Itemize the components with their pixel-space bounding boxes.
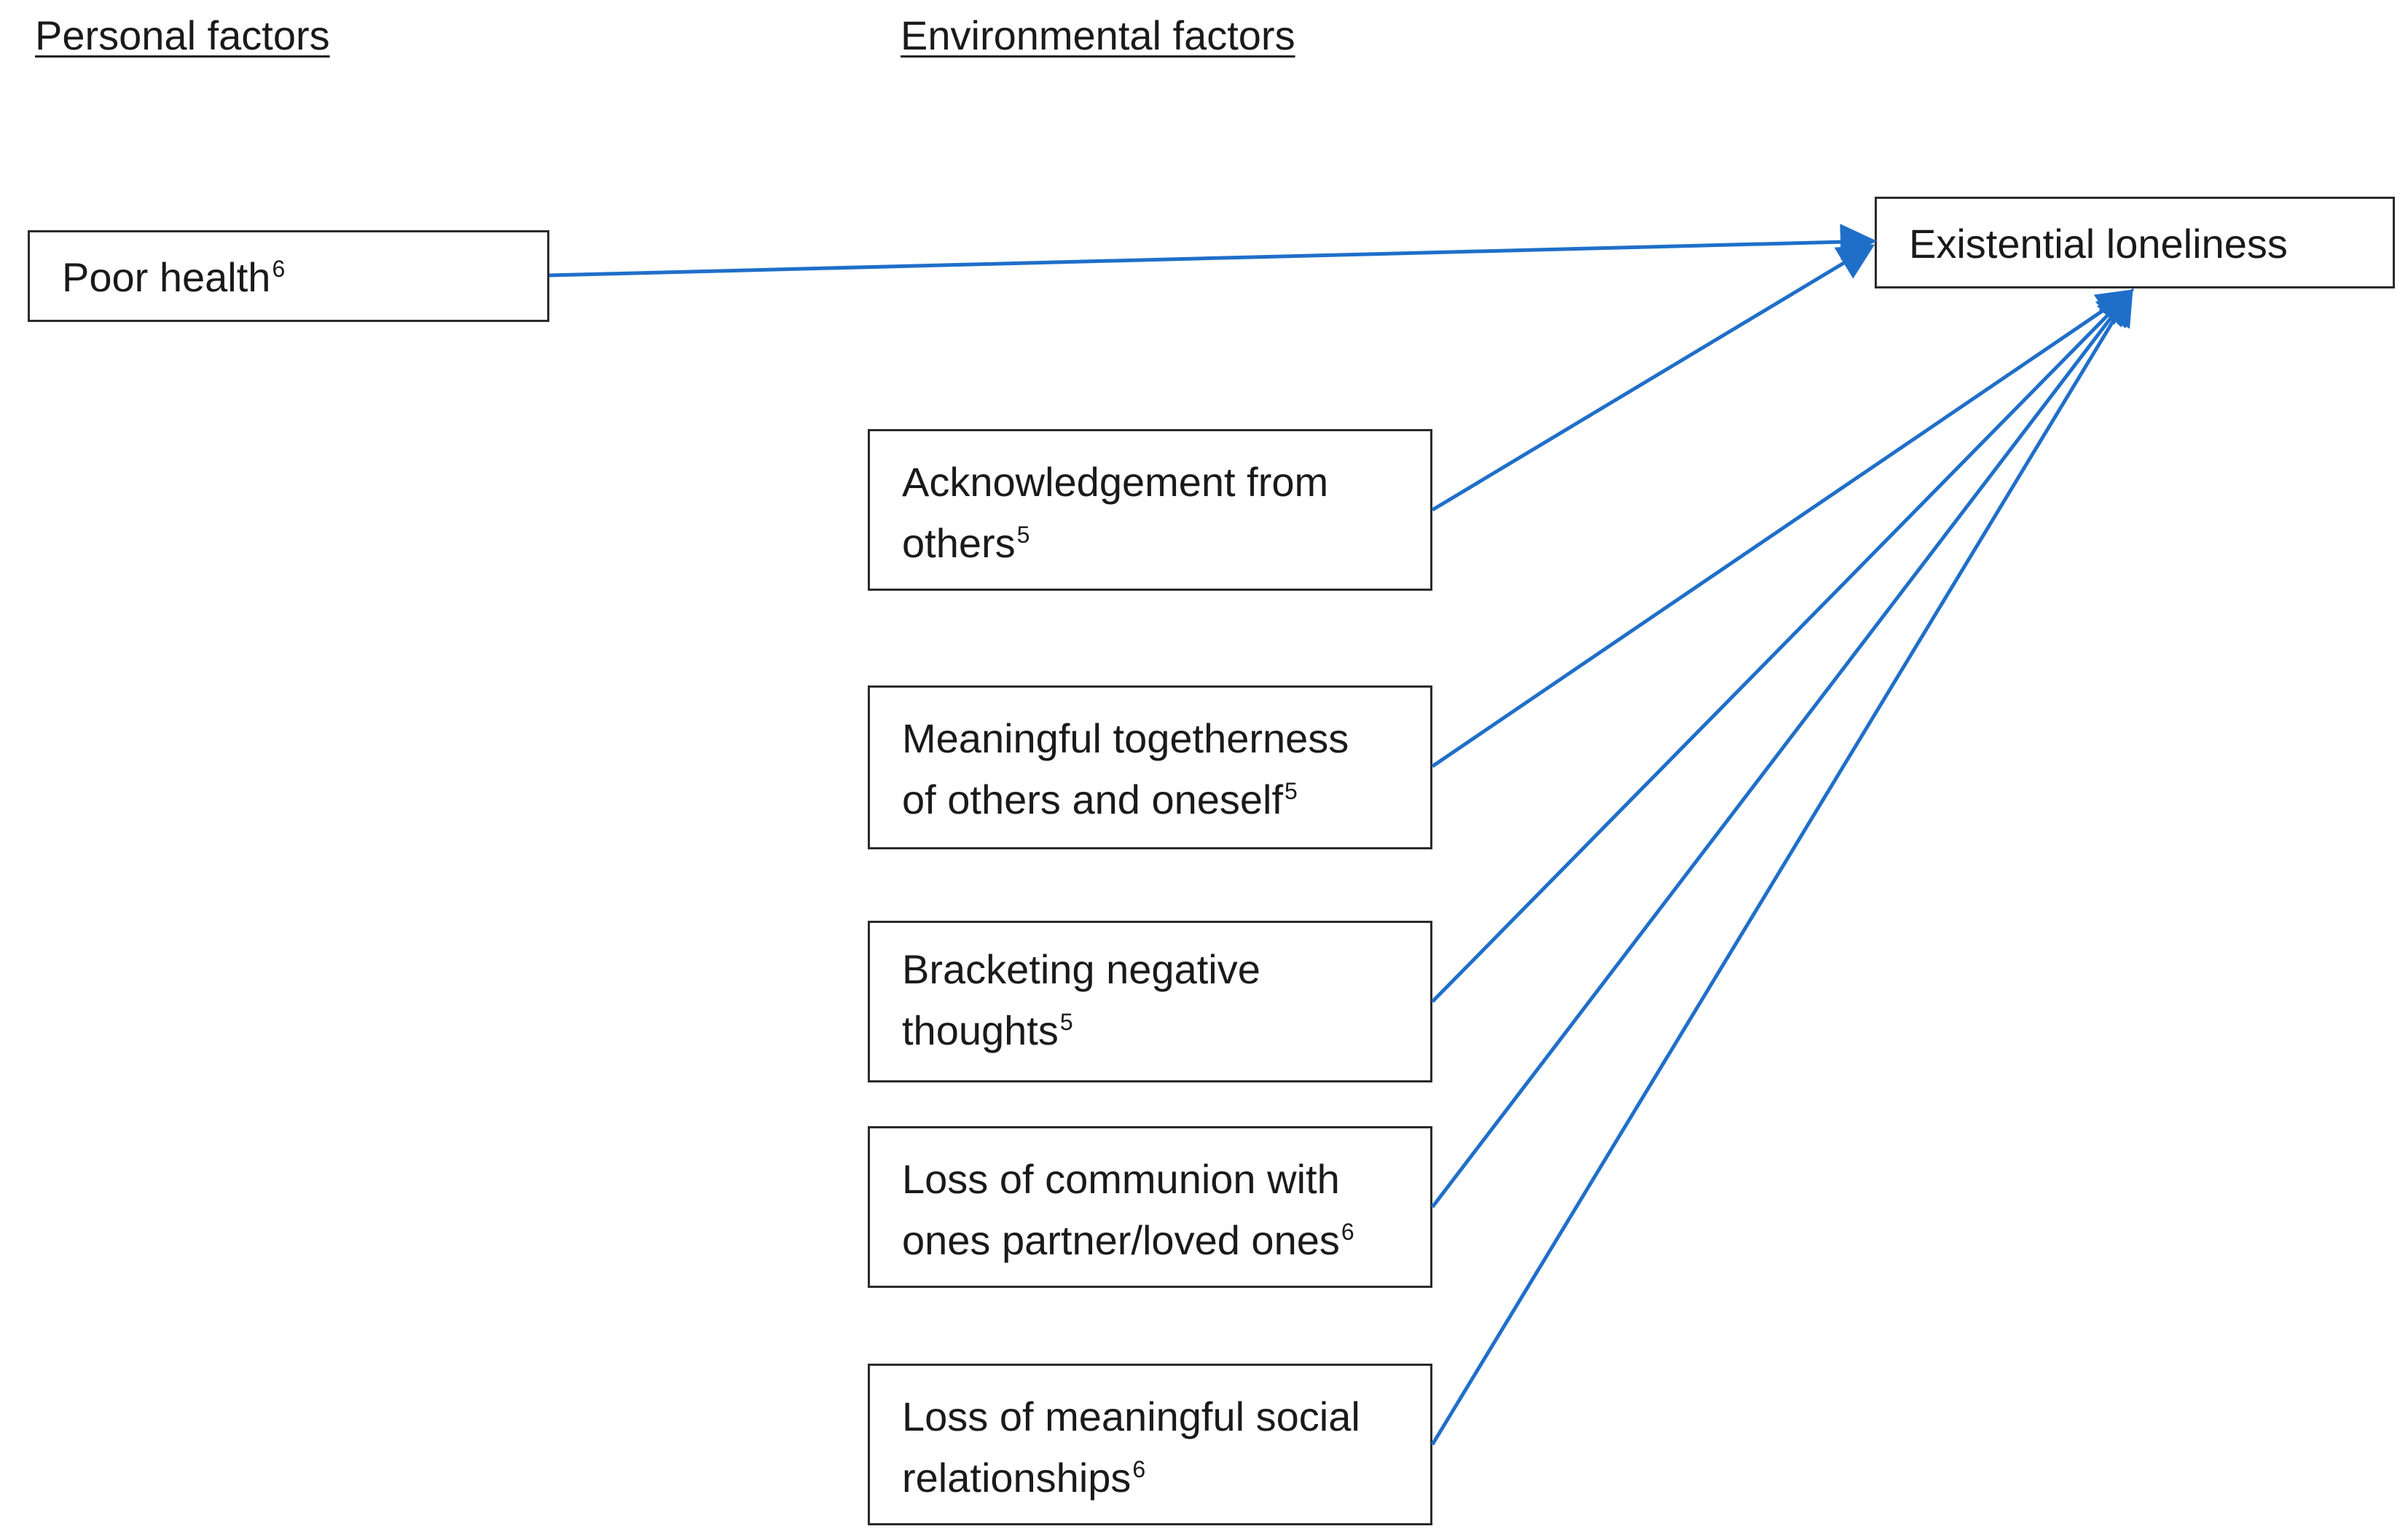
loss-of-meaningful-box: Loss of meaningful social relationships6 (868, 1364, 1432, 1525)
acknowledgement-line2: others (902, 520, 1016, 566)
acknowledgement-line1: Acknowledgement from (902, 459, 1329, 505)
bracketing-negative-ref: 5 (1059, 1009, 1073, 1036)
loss-of-communion-box: Loss of communion with ones partner/love… (868, 1126, 1432, 1288)
bracketing-negative-box: Bracketing negative thoughts5 (868, 921, 1432, 1082)
poor-health-box: Poor health6 (28, 230, 549, 322)
loss-of-communion-line2: ones partner/loved ones (902, 1217, 1340, 1263)
meaningful-togetherness-line2: of others and oneself (902, 777, 1284, 822)
acknowledgement-box: Acknowledgement from others5 (868, 429, 1432, 591)
existential-loneliness-box: Existential loneliness (1875, 197, 2395, 288)
personal-factors-heading: Personal factors (35, 12, 330, 58)
loss-of-meaningful-line1: Loss of meaningful social (902, 1393, 1360, 1439)
bracketing-negative-line1: Bracketing negative (902, 946, 1260, 992)
loss-of-communion-line1: Loss of communion with (902, 1156, 1340, 1202)
arrow-loss-of-communion (1431, 288, 2134, 1208)
poor-health-ref: 6 (272, 256, 286, 283)
meaningful-togetherness-ref: 5 (1285, 778, 1298, 805)
existential-loneliness-label: Existential loneliness (1909, 221, 2288, 267)
meaningful-togetherness-box: Meaningful togetherness of others and on… (868, 685, 1432, 849)
loss-of-meaningful-line2: relationships (902, 1455, 1132, 1501)
loss-of-meaningful-ref: 6 (1132, 1456, 1146, 1483)
arrow-acknowledgement (1431, 244, 1875, 512)
arrow-meaningful-togetherness (1431, 289, 2135, 768)
arrow-bracketing-negative (1431, 288, 2134, 1003)
loss-of-communion-ref: 6 (1341, 1219, 1354, 1246)
arrow-poor-health (549, 224, 1877, 278)
bracketing-negative-line2: thoughts (902, 1007, 1059, 1053)
acknowledgement-ref: 5 (1016, 522, 1030, 549)
meaningful-togetherness-line1: Meaningful togetherness (902, 715, 1349, 761)
arrow-loss-of-meaningful (1430, 288, 2133, 1446)
poor-health-label: Poor health (62, 254, 271, 300)
environmental-factors-heading: Environmental factors (901, 12, 1295, 58)
